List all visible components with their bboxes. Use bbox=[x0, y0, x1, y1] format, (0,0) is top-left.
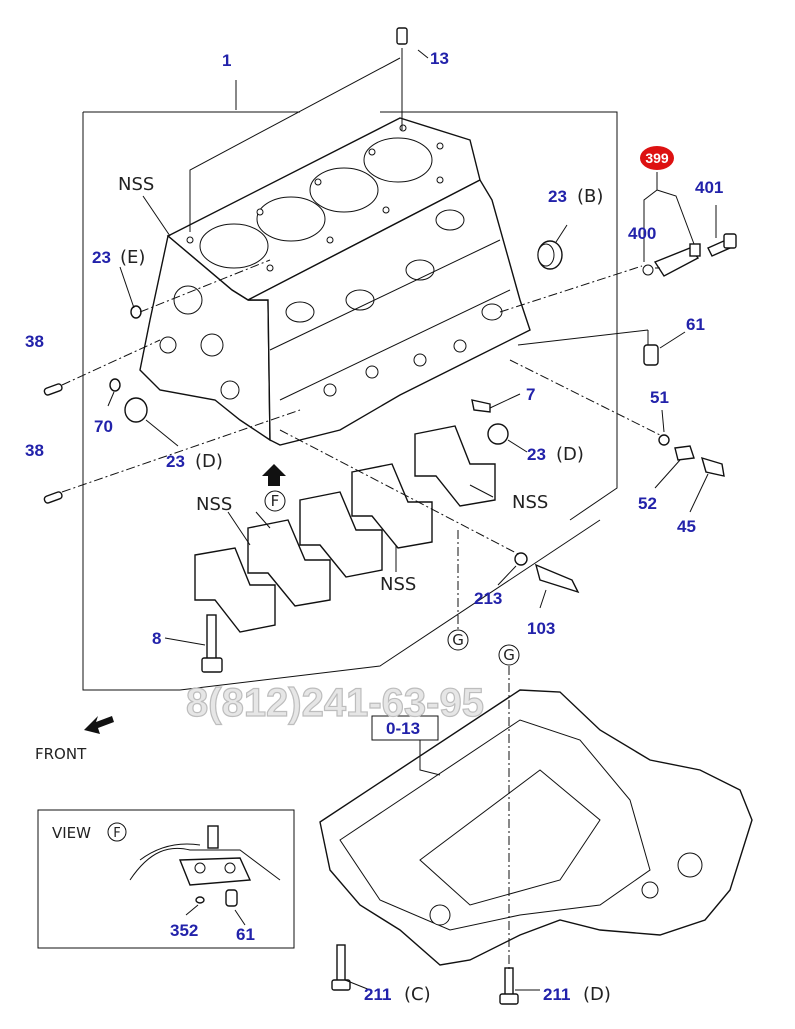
callout-1[interactable]: 1 bbox=[222, 51, 231, 70]
circle-g2-letter: G bbox=[503, 646, 515, 664]
phone-watermark: 8(812)241-63-95 bbox=[186, 681, 484, 725]
bolt-401 bbox=[707, 233, 737, 257]
callout-52[interactable]: 52 bbox=[638, 494, 657, 513]
circle-marker-f1 bbox=[264, 490, 286, 512]
washer-213 bbox=[514, 552, 528, 566]
dowel-13 bbox=[396, 27, 408, 45]
washer-51 bbox=[658, 434, 670, 446]
callout-23d-left[interactable]: 23 bbox=[166, 452, 185, 471]
view-direction-arrow-icon bbox=[262, 464, 286, 486]
plug-23e bbox=[130, 305, 142, 319]
nss-label-caps-left: NSS bbox=[196, 494, 232, 515]
bolt-8 bbox=[201, 614, 223, 673]
callout-38-lower[interactable]: 38 bbox=[25, 441, 44, 460]
callout-23e[interactable]: 23 bbox=[92, 248, 111, 267]
callout-8[interactable]: 8 bbox=[152, 629, 161, 648]
highlight-badge-399 bbox=[640, 146, 674, 170]
main-bearing-caps bbox=[194, 425, 496, 633]
callout-61-inset[interactable]: 61 bbox=[236, 925, 255, 944]
circle-marker-f2 bbox=[107, 822, 127, 842]
callout-213[interactable]: 213 bbox=[474, 589, 502, 608]
front-label: FRONT bbox=[35, 745, 87, 763]
callout-23d-right-suffix: (D) bbox=[556, 444, 584, 465]
callout-51[interactable]: 51 bbox=[650, 388, 669, 407]
plug-23d-left bbox=[124, 397, 148, 423]
callout-23d-right[interactable]: 23 bbox=[527, 445, 546, 464]
callout-45[interactable]: 45 bbox=[677, 517, 696, 536]
plug-23d-right bbox=[487, 423, 509, 445]
circle-marker-g1 bbox=[447, 629, 469, 651]
cylinder-block bbox=[139, 117, 531, 446]
bolt-7 bbox=[471, 399, 491, 413]
block-frame-lower bbox=[179, 519, 601, 691]
bolt-211d bbox=[499, 967, 519, 1005]
sensor-399 bbox=[642, 243, 701, 277]
bolt-211c bbox=[331, 944, 351, 991]
pin-38-lower bbox=[43, 491, 63, 504]
view-label: VIEW bbox=[52, 824, 91, 842]
circle-marker-g2 bbox=[498, 644, 520, 666]
callout-61-main[interactable]: 61 bbox=[686, 315, 705, 334]
dowel-61 bbox=[643, 344, 659, 366]
oil-pan bbox=[319, 689, 753, 966]
callout-013[interactable]: 0-13 bbox=[386, 719, 420, 738]
circle-f1-letter: F bbox=[271, 492, 280, 510]
block-frame bbox=[82, 111, 618, 691]
callout-211d-suffix: (D) bbox=[583, 984, 611, 1005]
callout-13[interactable]: 13 bbox=[430, 49, 449, 68]
plug-23b bbox=[537, 240, 563, 270]
callout-401[interactable]: 401 bbox=[695, 178, 723, 197]
circle-g1-letter: G bbox=[452, 631, 464, 649]
callout-70[interactable]: 70 bbox=[94, 417, 113, 436]
nss-label-caps-right: NSS bbox=[512, 492, 548, 513]
nss-label-caps-bottom: NSS bbox=[380, 574, 416, 595]
fitting-103 bbox=[534, 563, 580, 594]
callout-23d-left-suffix: (D) bbox=[195, 451, 223, 472]
callout-38-upper[interactable]: 38 bbox=[25, 332, 44, 351]
callout-box-013 bbox=[371, 715, 439, 741]
pin-38-upper bbox=[43, 383, 63, 396]
view-f-inset-frame bbox=[37, 809, 295, 949]
view-f-detail bbox=[129, 825, 281, 907]
callout-211c-suffix: (C) bbox=[404, 984, 431, 1005]
callout-23b[interactable]: 23 bbox=[548, 187, 567, 206]
plug-70 bbox=[109, 378, 121, 392]
callout-399[interactable]: 399 bbox=[645, 150, 669, 166]
callout-400[interactable]: 400 bbox=[628, 224, 656, 243]
callout-103[interactable]: 103 bbox=[527, 619, 555, 638]
leader-lines bbox=[61, 48, 717, 991]
circle-f2-letter: F bbox=[113, 826, 120, 841]
callout-352[interactable]: 352 bbox=[170, 921, 198, 940]
nss-label-block: NSS bbox=[118, 174, 154, 195]
sensor-45 bbox=[700, 456, 725, 477]
callout-211c[interactable]: 211 bbox=[364, 985, 391, 1004]
front-arrow-icon bbox=[84, 716, 114, 734]
fitting-52 bbox=[674, 445, 695, 461]
callout-23e-suffix: (E) bbox=[120, 247, 145, 268]
callout-7[interactable]: 7 bbox=[526, 385, 535, 404]
callout-23b-suffix: (B) bbox=[577, 186, 603, 207]
callout-211d[interactable]: 211 bbox=[543, 985, 570, 1004]
